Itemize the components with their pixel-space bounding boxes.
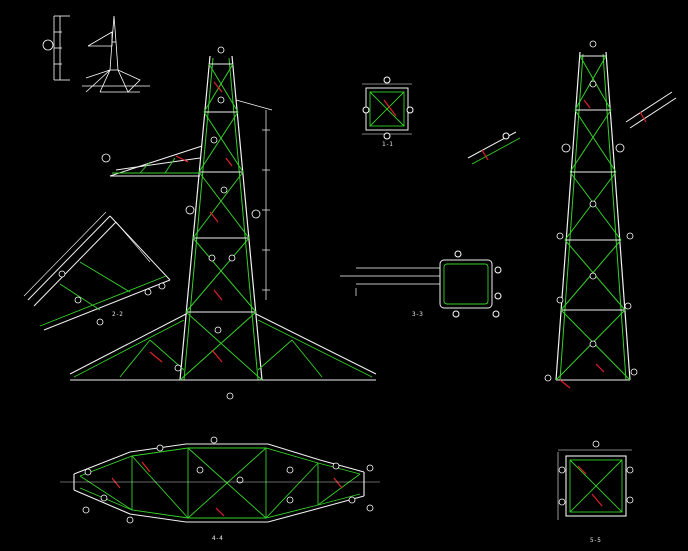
- side-tower-elevation: [544, 40, 677, 389]
- bottom-plan-view: [60, 436, 380, 524]
- main-tower-elevation: [69, 46, 377, 400]
- section-label-s3: 3-3: [412, 311, 423, 318]
- plan-detail-center: [340, 250, 502, 318]
- section-label-s5: 5-5: [590, 537, 601, 544]
- inclined-member-detail: [467, 131, 521, 165]
- section-label-s1: 1-1: [382, 141, 393, 148]
- crossarm-detail: [23, 211, 171, 331]
- bottom-right-section: [557, 440, 634, 520]
- section-detail-top: [362, 76, 414, 140]
- key-plan-elevation: [42, 15, 150, 93]
- section-label-s2: 2-2: [112, 311, 123, 318]
- section-label-s4: 4-4: [212, 535, 223, 542]
